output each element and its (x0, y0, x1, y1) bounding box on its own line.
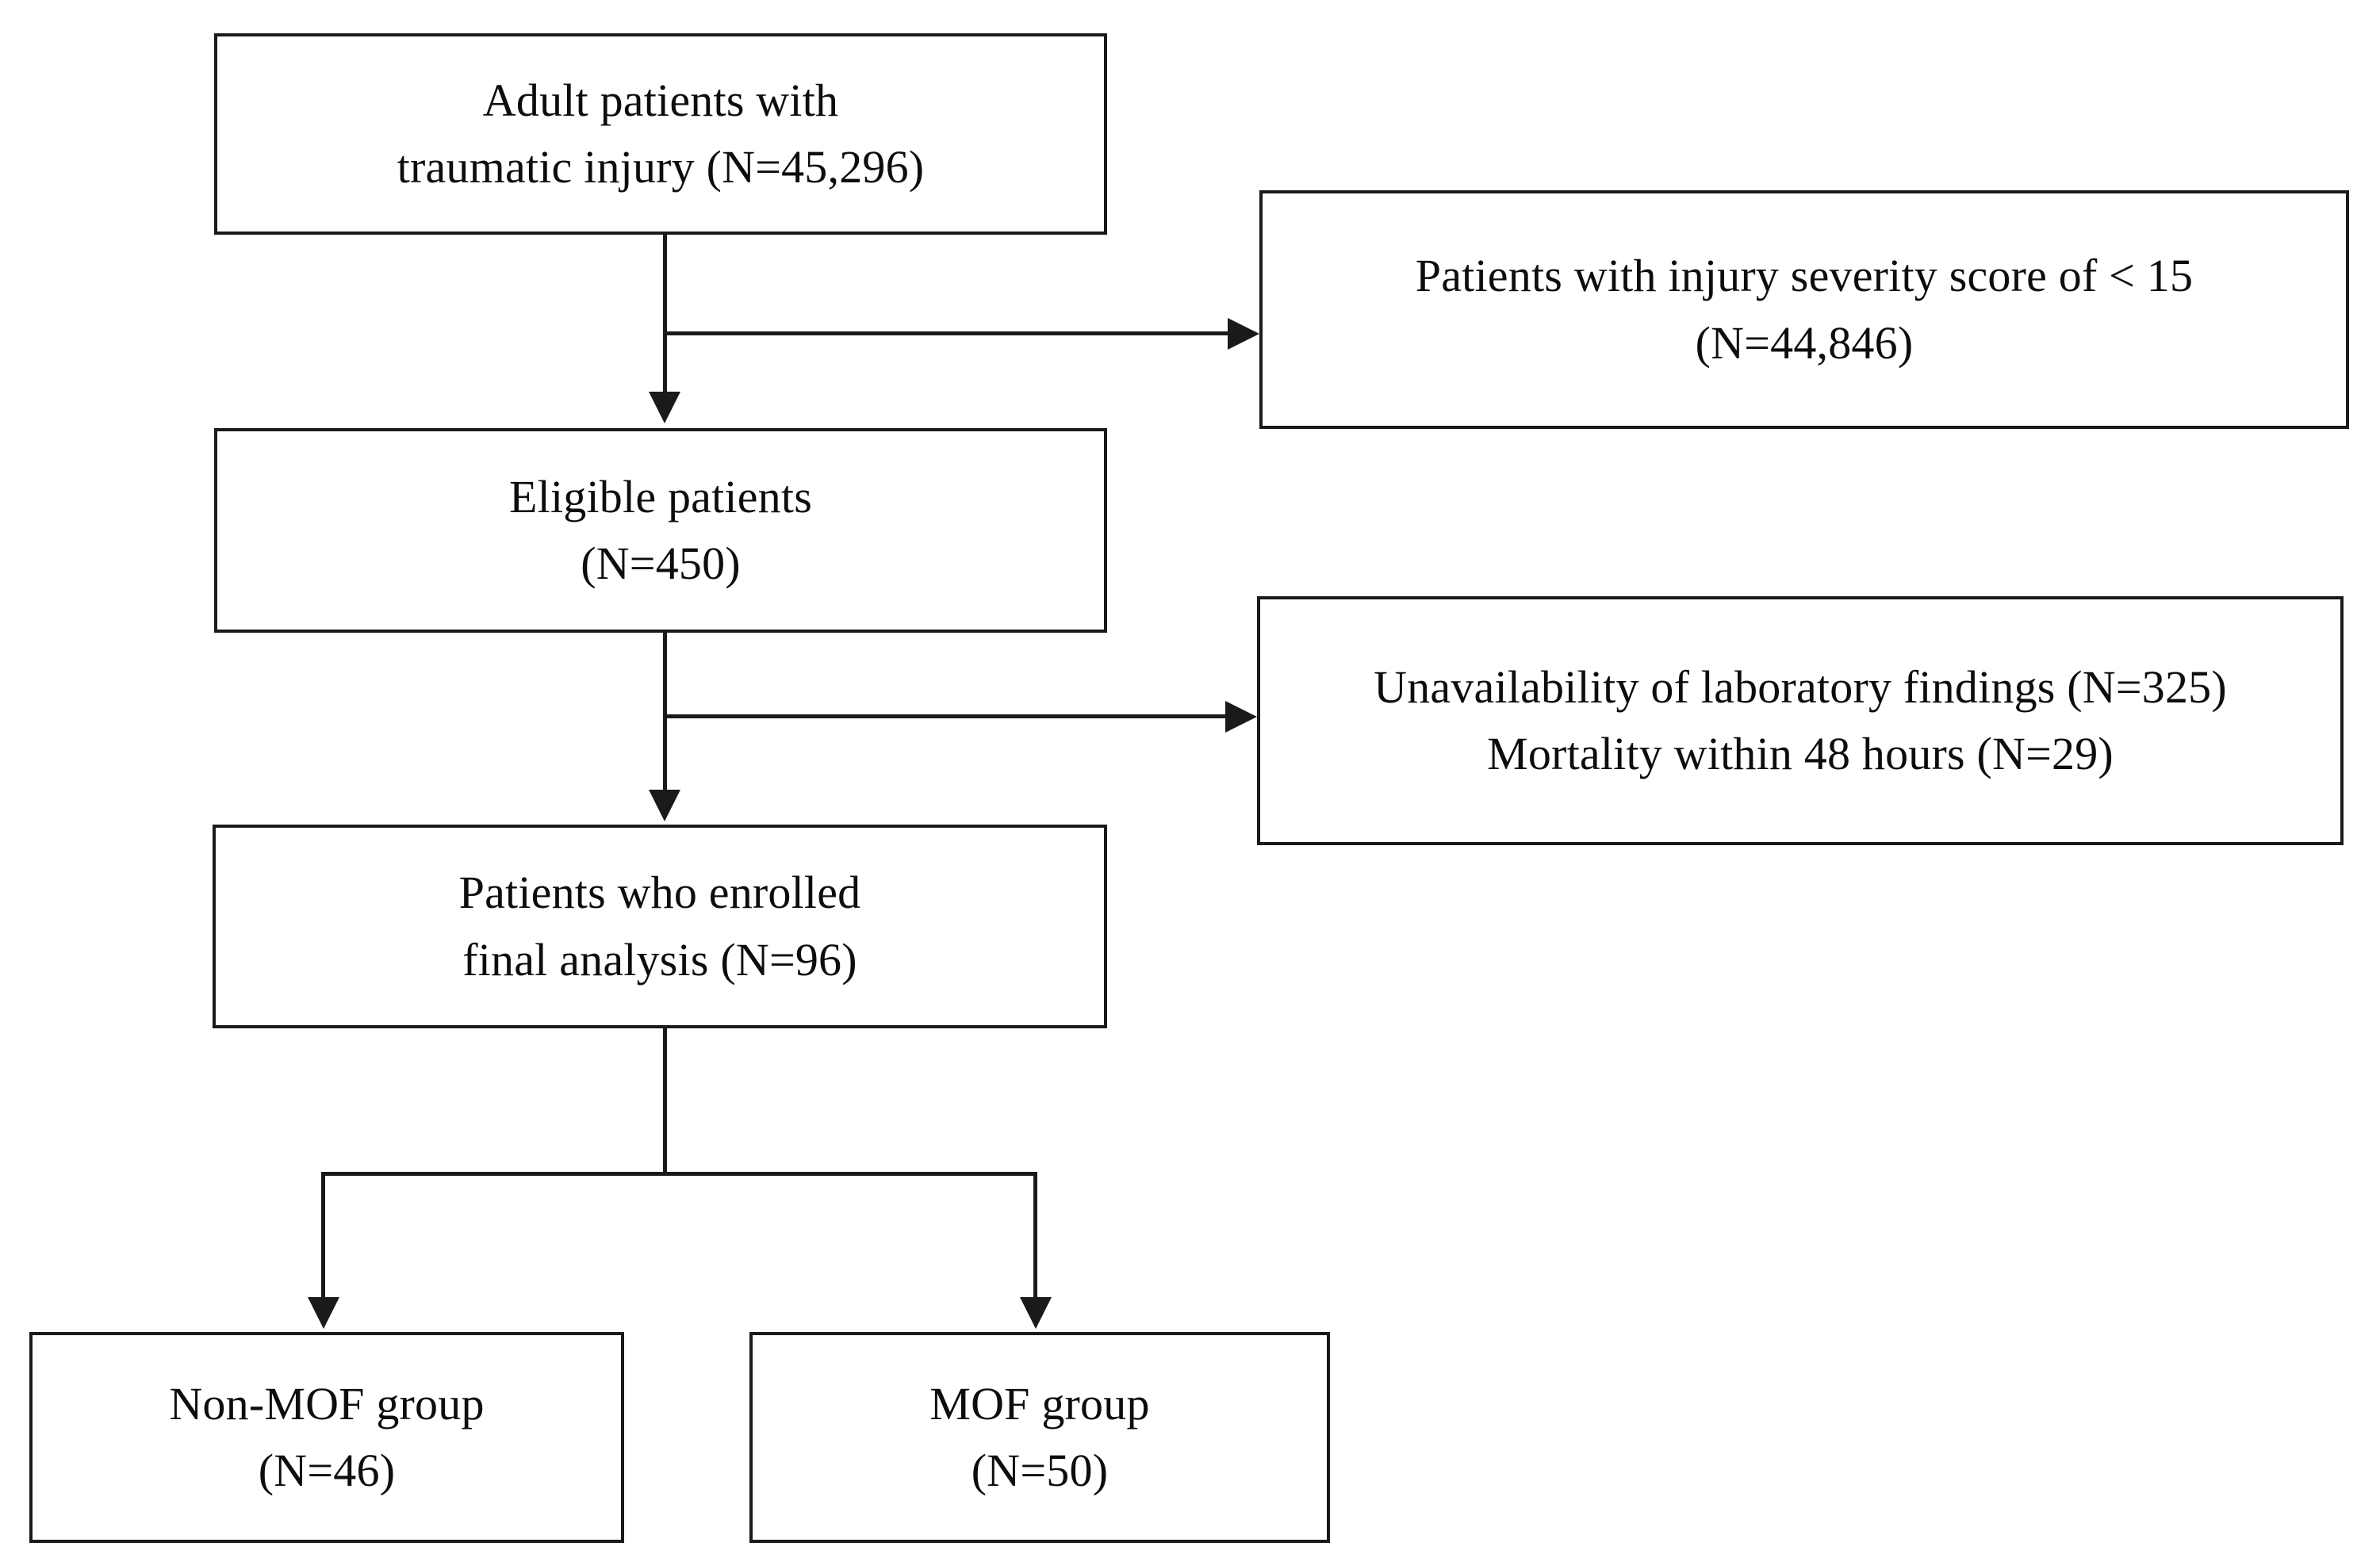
node-excluded-missing-data: Unavailability of laboratory findings (N… (1257, 596, 2344, 845)
connector-screened-to-eligible-stem (663, 235, 667, 393)
node-screened-line1: Adult patients with (482, 74, 839, 126)
arrowhead-split-to-mof (1020, 1297, 1052, 1329)
node-screened-patients: Adult patients with traumatic injury (N=… (214, 33, 1107, 235)
node-enrolled-line2: final analysis (N=96) (462, 933, 857, 986)
connector-eligible-to-enrolled-stem (663, 633, 667, 791)
node-mof-line1: MOF group (929, 1377, 1150, 1430)
node-screened-line2: traumatic injury (N=45,296) (397, 141, 925, 193)
node-excluded1-line2: (N=44,846) (1695, 316, 1914, 369)
connector-enrolled-split-stem (663, 1028, 667, 1175)
node-mof-group: MOF group (N=50) (749, 1332, 1330, 1543)
node-nonmof-line1: Non-MOF group (169, 1377, 485, 1430)
arrowhead-eligible-to-enrolled (649, 790, 680, 821)
arrowhead-screened-to-excluded1 (1228, 318, 1259, 350)
node-eligible-patients: Eligible patients (N=450) (214, 428, 1107, 633)
node-non-mof-group: Non-MOF group (N=46) (29, 1332, 624, 1543)
arrowhead-eligible-to-excluded2 (1225, 701, 1257, 733)
arrowhead-screened-to-eligible (649, 392, 680, 423)
node-enrolled-patients: Patients who enrolled final analysis (N=… (213, 825, 1107, 1028)
node-excluded1-line1: Patients with injury severity score of <… (1415, 250, 2194, 302)
node-excluded-low-iss: Patients with injury severity score of <… (1259, 190, 2349, 429)
arrowhead-split-to-nonmof (308, 1297, 339, 1329)
node-eligible-line2: (N=450) (581, 538, 741, 589)
node-eligible-line1: Eligible patients (509, 470, 812, 522)
node-excluded2-line1: Unavailability of laboratory findings (N… (1374, 660, 2227, 713)
connector-split-bar (321, 1172, 1037, 1176)
node-nonmof-line2: (N=46) (258, 1445, 396, 1496)
connector-split-to-mof (1033, 1172, 1037, 1299)
connector-screened-to-excluded1 (663, 331, 1242, 335)
connector-split-to-nonmof (321, 1172, 325, 1299)
node-mof-line2: (N=50) (971, 1445, 1109, 1496)
connector-eligible-to-excluded2 (663, 714, 1238, 718)
node-excluded2-line2: Mortality within 48 hours (N=29) (1487, 728, 2114, 779)
node-enrolled-line1: Patients who enrolled (458, 867, 861, 919)
